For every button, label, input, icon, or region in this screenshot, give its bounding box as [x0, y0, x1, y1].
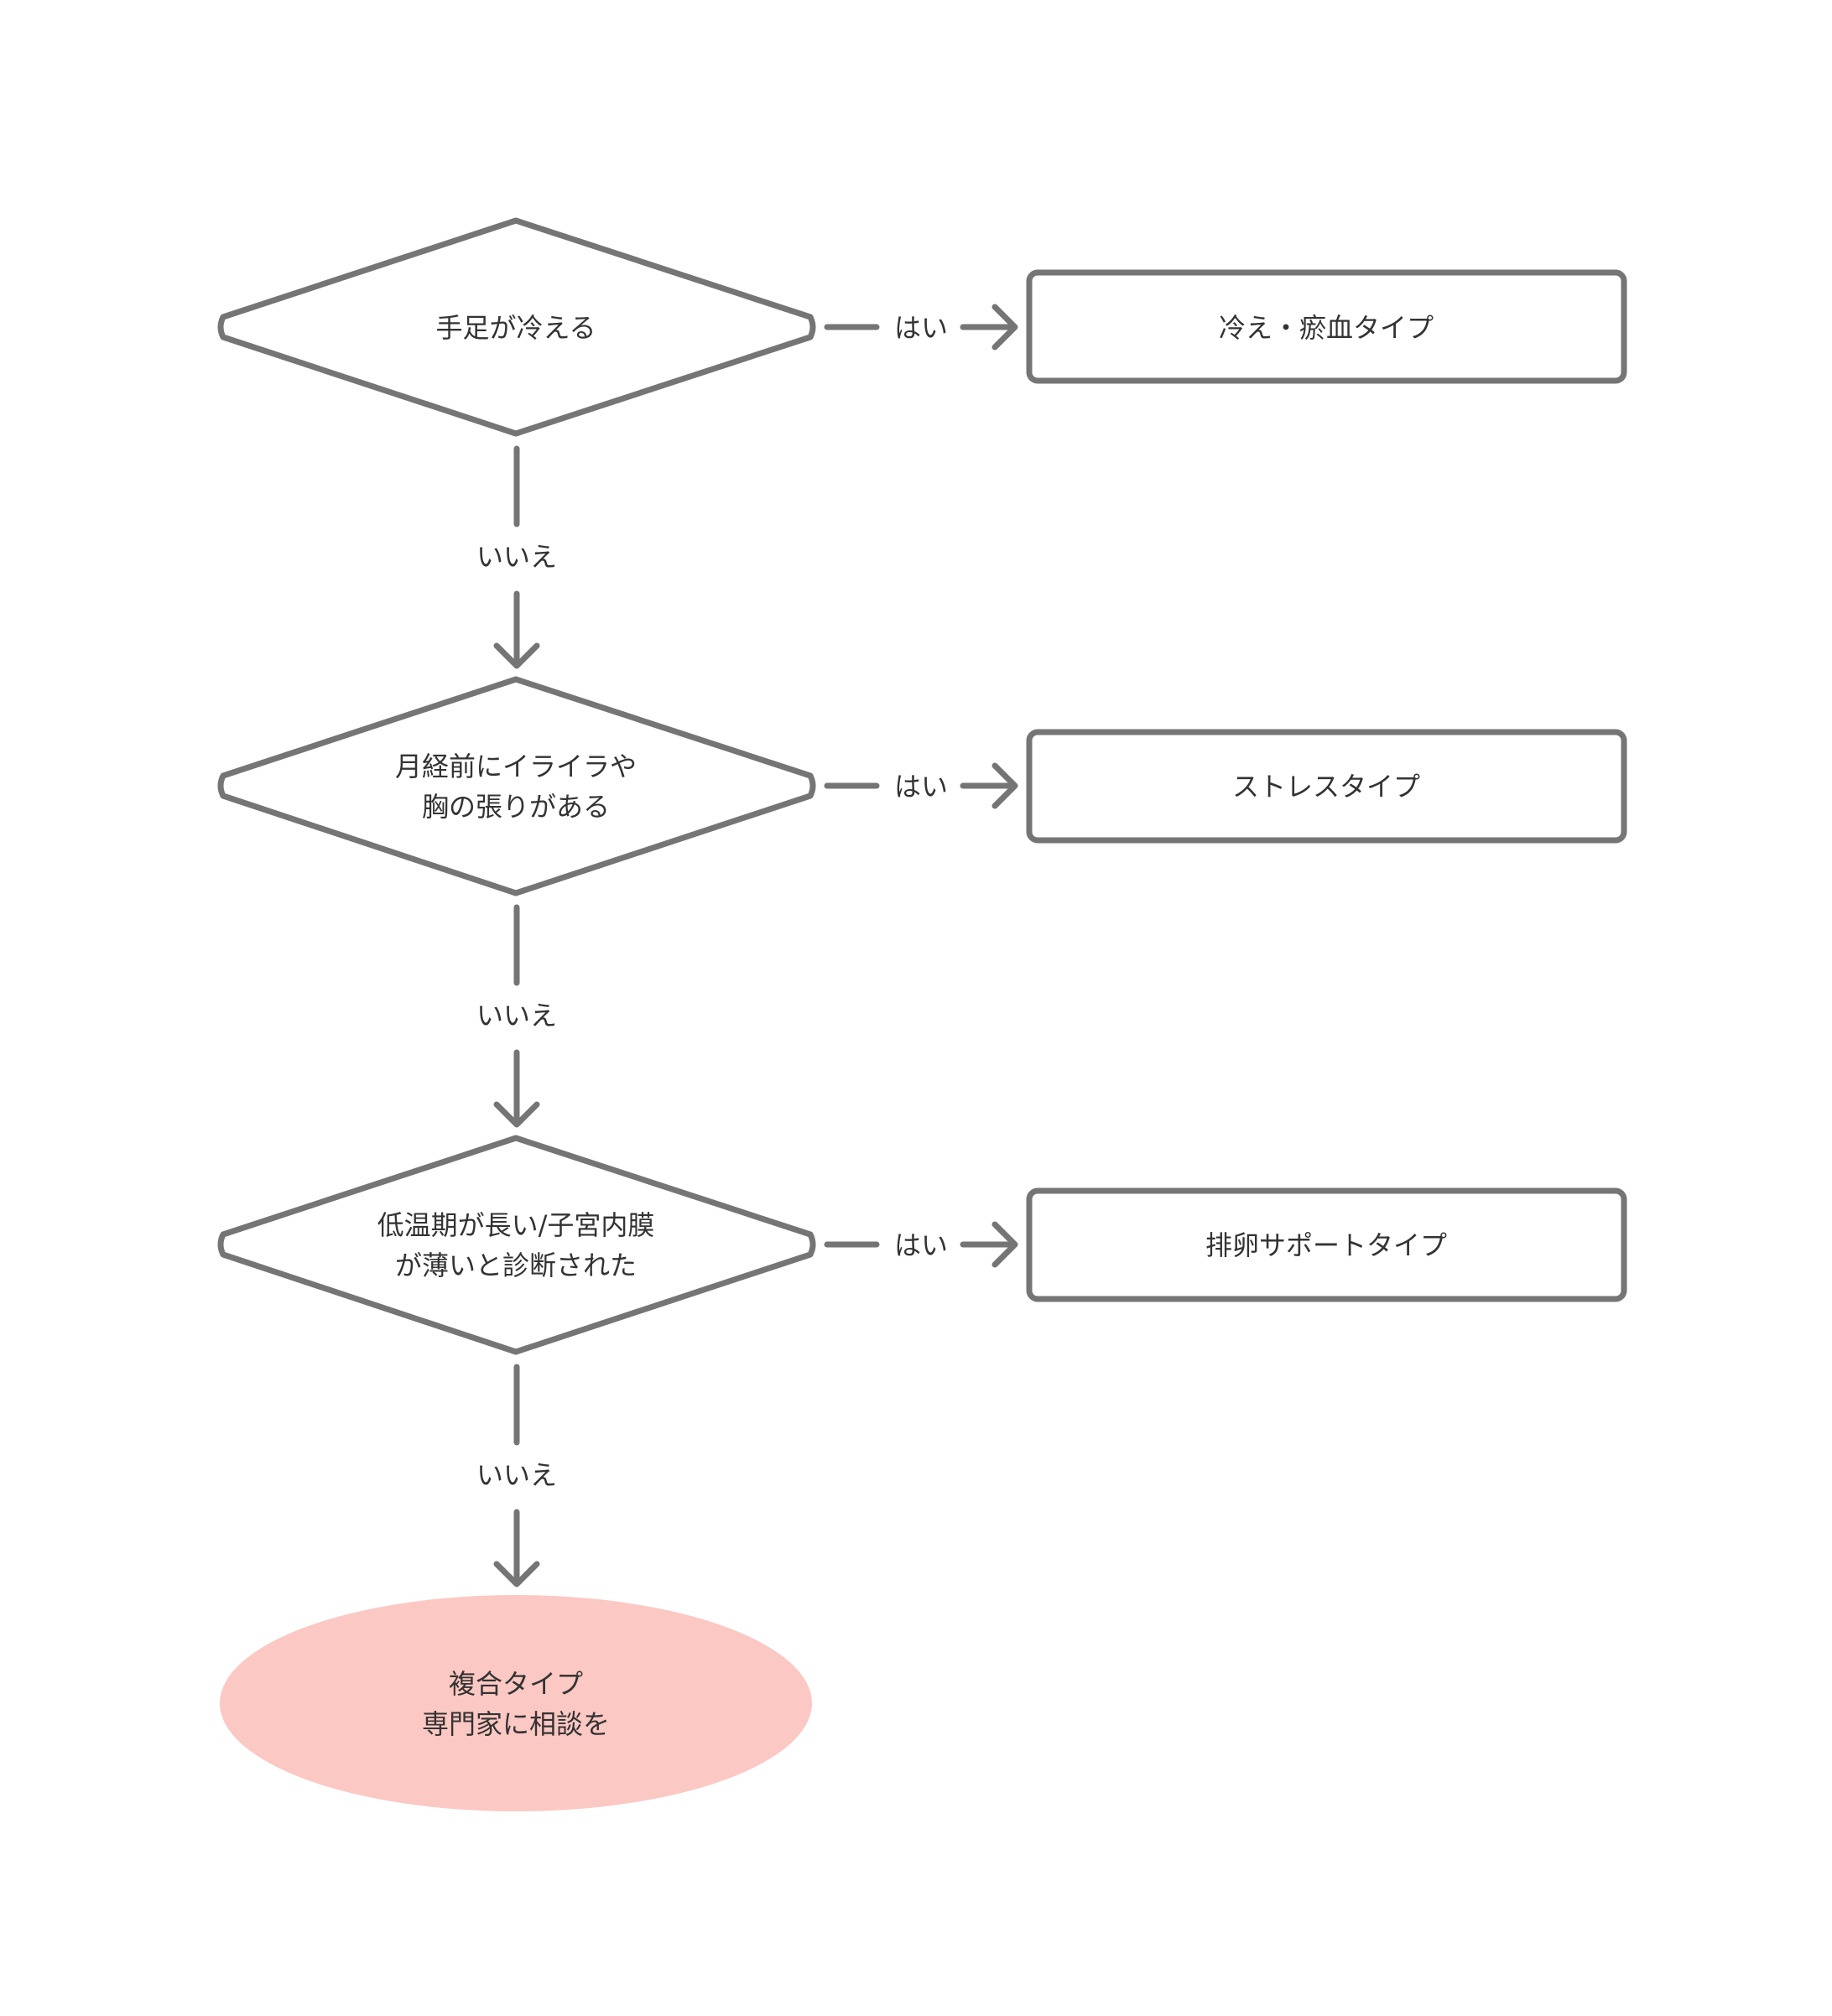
terminal-label-line-1: 複合タイプ	[449, 1668, 583, 1700]
no-edge-1-label: いいえ	[476, 541, 557, 573]
no-edge-2-arrowhead	[493, 1101, 540, 1128]
yes-edge-1-arrowhead	[991, 304, 1018, 351]
yes-edge-3-label: はい	[894, 1229, 948, 1261]
result-1-label: 冷え・瘀血タイプ	[1219, 312, 1434, 344]
decision-1-label: 手足が冷える	[435, 312, 596, 344]
yes-edge-2-label: はい	[894, 771, 948, 803]
decision-2: 月経前にイライラや 胸の張りがある	[217, 676, 816, 896]
yes-edge-2: はい	[824, 762, 1018, 809]
result-2-box	[1026, 729, 1627, 844]
terminal-node: 複合タイプ 専門家に相談を	[220, 1595, 812, 1811]
decision-2-label-line-2: 胸の張りがある	[422, 791, 610, 823]
no-edge-2: いいえ	[476, 904, 557, 1128]
yes-edge-1: はい	[824, 304, 1018, 351]
result-2: ストレスタイプ	[1026, 729, 1627, 844]
decision-2-diamond	[217, 676, 816, 896]
no-edge-3-label: いいえ	[476, 1459, 557, 1491]
no-edge-1: いいえ	[476, 445, 557, 669]
result-3: 排卵サポートタイプ	[1026, 1187, 1627, 1302]
decision-1-diamond	[217, 217, 816, 437]
decision-3-label-line-1: 低温期が長い/子宮内膜	[377, 1209, 655, 1241]
no-edge-3: いいえ	[476, 1364, 557, 1587]
decision-3: 低温期が長い/子宮内膜 が薄いと診断された	[217, 1135, 816, 1355]
result-3-label: 排卵サポートタイプ	[1205, 1229, 1447, 1261]
yes-edge-3-arrowhead	[991, 1221, 1018, 1268]
result-3-box	[1026, 1187, 1627, 1302]
yes-edge-1-label: はい	[894, 312, 948, 344]
decision-3-label-line-2: が薄いと診断された	[395, 1250, 637, 1281]
result-2-label: ストレスタイプ	[1232, 771, 1420, 803]
no-edge-2-label: いいえ	[476, 1000, 557, 1031]
yes-edge-3: はい	[824, 1221, 1018, 1268]
terminal-label-line-2: 専門家に相談を	[422, 1708, 610, 1740]
result-1: 冷え・瘀血タイプ	[1026, 269, 1627, 384]
no-edge-3-arrowhead	[493, 1561, 540, 1587]
decision-3-diamond	[217, 1135, 816, 1355]
yes-edge-2-arrowhead	[991, 762, 1018, 809]
decision-2-label-line-1: 月経前にイライラや	[395, 751, 637, 782]
no-edge-1-arrowhead	[493, 642, 540, 669]
decision-1: 手足が冷える	[217, 217, 816, 437]
result-1-box	[1026, 269, 1627, 384]
terminal-ellipse	[220, 1595, 812, 1811]
